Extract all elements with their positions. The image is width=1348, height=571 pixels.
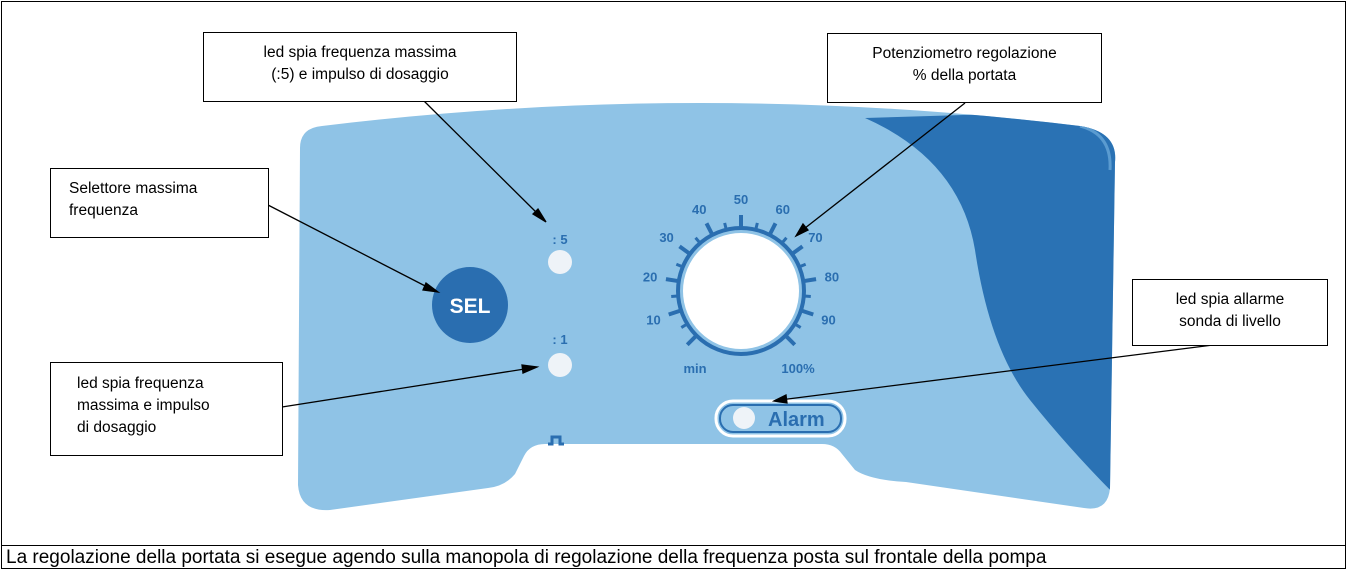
callout-alarm-led: led spia allarme sonda di livello (1132, 279, 1328, 346)
callout-potentiometer: Potenziometro regolazione % della portat… (827, 33, 1102, 103)
dial-label: 70 (808, 230, 822, 245)
sel-button[interactable] (432, 267, 508, 343)
dial-label: 100% (781, 361, 815, 376)
callout-led-bottom-line2: massima e impulso (77, 397, 210, 414)
led-top (548, 250, 572, 274)
leader-lines (267, 99, 1214, 408)
pulse-icon (548, 435, 564, 446)
dial-label: min (683, 361, 706, 376)
callout-selector-line2: frequenza (69, 202, 138, 219)
callout-alarm-led-line1: led spia allarme (1175, 291, 1285, 308)
alarm-led (733, 407, 755, 429)
callout-led-bottom-line3: di dosaggio (77, 419, 157, 436)
dial-knob[interactable] (683, 233, 799, 349)
pump-front-panel: SEL : 5 : 1 min 10 20 30 40 50 60 70 80 90 100% Al… (267, 99, 1214, 511)
caption-divider (1, 545, 1346, 546)
callout-alarm-led-line2: sonda di livello (1179, 313, 1281, 330)
dial-label: 80 (825, 270, 839, 285)
dial-label: 50 (734, 192, 748, 207)
panel-swoosh-edge (1079, 124, 1112, 171)
led-bottom (548, 353, 572, 377)
led-top-label: : 5 (552, 232, 567, 247)
dial-label: 10 (646, 312, 660, 327)
dial-label: 90 (821, 312, 835, 327)
panel-swoosh (865, 110, 1116, 500)
callout-led-top-line1: led spia frequenza massima (263, 44, 457, 61)
callout-led-bottom: led spia frequenza massima e impulso di … (50, 362, 283, 456)
alarm-label: Alarm (768, 409, 825, 431)
dial-label: 20 (643, 270, 657, 285)
led-bottom-label: : 1 (552, 332, 567, 347)
dial-label: 40 (692, 202, 706, 217)
dial-label: 60 (776, 202, 790, 217)
sel-button-label: SEL (450, 295, 491, 318)
dial-label: 30 (659, 230, 673, 245)
callout-led-top-line2: (:5) e impulso di dosaggio (271, 66, 449, 83)
callout-selector: Selettore massima frequenza (50, 168, 269, 238)
callout-led-bottom-line1: led spia frequenza (77, 375, 204, 392)
callout-potentiometer-line1: Potenziometro regolazione (872, 45, 1057, 62)
figure-caption: La regolazione della portata si esegue a… (6, 547, 1047, 568)
callout-potentiometer-line2: % della portata (912, 67, 1017, 84)
callout-selector-line1: Selettore massima (69, 180, 198, 197)
dial-arc-ring (676, 226, 806, 356)
dial-labels: min 10 20 30 40 50 60 70 80 90 100% (643, 192, 839, 376)
callout-led-top: led spia frequenza massima (:5) e impuls… (203, 32, 517, 102)
